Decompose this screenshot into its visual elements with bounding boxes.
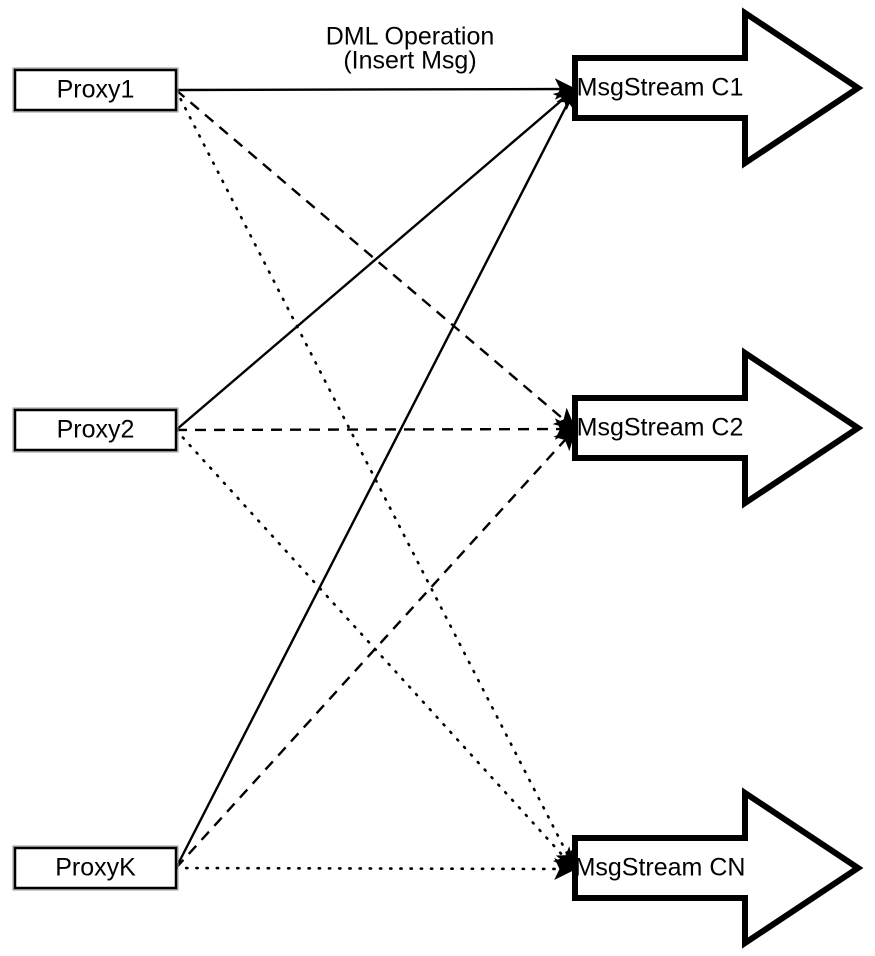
connection-proxy2-c1 [175, 88, 577, 431]
stream-label: MsgStream CN [575, 854, 746, 882]
proxy-box-rect [13, 846, 178, 890]
edge-label-line2: (Insert Msg) [343, 47, 476, 75]
stream-arrow-c1[interactable]: MsgStream C1 [572, 7, 864, 169]
stream-label: MsgStream C1 [577, 74, 744, 102]
connection-proxyk-c1 [174, 87, 576, 869]
proxy-node-proxy1[interactable]: Proxy1 [12, 67, 179, 113]
proxy-label: ProxyK [55, 854, 136, 882]
stream-arrow-shape [572, 787, 864, 949]
edge-annotation-dml-operation: DML Operation (Insert Msg) [326, 23, 495, 75]
stream-label: MsgStream C2 [577, 414, 744, 442]
connection-proxyk-cn [174, 857, 577, 880]
proxy-box-rect [13, 68, 178, 112]
stream-arrow-shape [572, 347, 864, 509]
proxy-box-rect [13, 408, 178, 452]
stream-arrow-c2[interactable]: MsgStream C2 [572, 347, 864, 509]
proxy-label: Proxy1 [57, 76, 135, 104]
streams-layer: MsgStream C1 MsgStream C2 MsgStream CN [572, 7, 864, 949]
proxy-node-proxyk[interactable]: ProxyK [12, 845, 179, 891]
connection-proxyk-c2 [175, 427, 576, 869]
proxy-node-proxy2[interactable]: Proxy2 [12, 407, 179, 453]
connection-proxy1-c1 [175, 78, 577, 100]
proxy-box-halo [12, 67, 179, 113]
proxy-box-halo [12, 845, 179, 891]
proxy-label: Proxy2 [57, 416, 135, 444]
connections-layer [174, 78, 577, 880]
connection-proxy2-c2 [175, 418, 577, 440]
proxy-box-halo [12, 407, 179, 453]
stream-arrow-shape [572, 7, 864, 169]
stream-arrow-cn[interactable]: MsgStream CN [572, 787, 864, 949]
edge-label-line1: DML Operation [326, 23, 495, 51]
